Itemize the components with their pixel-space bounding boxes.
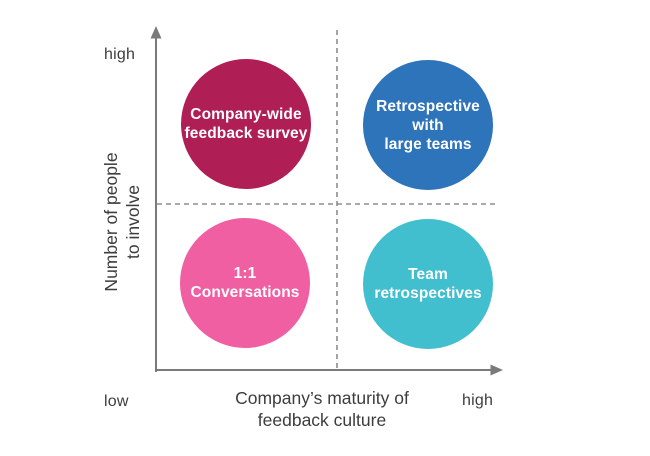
y-axis-arrowhead-icon [150, 26, 162, 39]
bubble-label: Team retrospectives [374, 266, 482, 302]
bubble-team-retrospectives: Team retrospectives [363, 219, 493, 349]
bubble-label: Retrospective with large teams [376, 97, 480, 153]
bubble-company-wide-feedback-survey: Company-wide feedback survey [181, 59, 311, 189]
bubble-1-1-conversations: 1:1 Conversations [180, 218, 310, 348]
x-axis-title: Company’s maturity of feedback culture [235, 388, 409, 430]
x-axis-arrowhead-icon [490, 364, 503, 376]
bubble-label: Company-wide feedback survey [184, 106, 308, 142]
y-axis-high-label: high [104, 46, 136, 63]
bubble-label: 1:1 Conversations [190, 265, 300, 301]
origin-low-label: low [104, 393, 129, 410]
y-axis-title: Number of people to involve [101, 152, 143, 292]
x-axis-high-label: high [462, 392, 494, 409]
bubble-retrospective-with-large-teams: Retrospective with large teams [363, 60, 493, 190]
